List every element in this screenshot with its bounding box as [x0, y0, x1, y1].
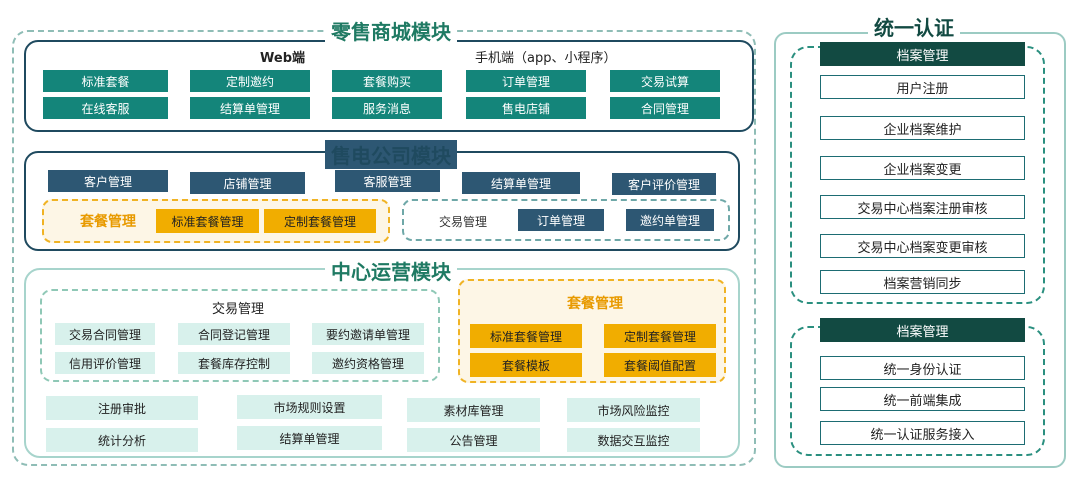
center-module-title: 中心运营模块 — [325, 256, 457, 285]
company-package-custom[interactable]: 定制套餐管理 — [264, 209, 376, 233]
center-item-statistics[interactable]: 统计分析 — [46, 428, 198, 452]
auth-service-access[interactable]: 统一认证服务接入 — [820, 421, 1025, 445]
center-trade-invite-qual[interactable]: 邀约资格管理 — [312, 352, 424, 374]
company-package-label: 套餐管理 — [80, 214, 136, 230]
company-item-review-mgmt[interactable]: 客户评价管理 — [612, 173, 716, 195]
center-item-market-risk[interactable]: 市场风险监控 — [567, 398, 700, 422]
center-package-label: 套餐管理 — [567, 296, 623, 312]
retail-item-trade-calc[interactable]: 交易试算 — [610, 70, 720, 92]
center-item-register-approval[interactable]: 注册审批 — [46, 396, 198, 420]
center-package-threshold[interactable]: 套餐阈值配置 — [604, 353, 716, 377]
auth-center-change-review[interactable]: 交易中心档案变更审核 — [820, 234, 1025, 258]
company-trade-invite-mgmt[interactable]: 邀约单管理 — [626, 209, 714, 231]
retail-item-service-msg[interactable]: 服务消息 — [332, 97, 442, 119]
center-trade-inventory[interactable]: 套餐库存控制 — [178, 352, 290, 374]
auth-group2-header: 档案管理 — [820, 318, 1025, 342]
center-trade-group — [40, 289, 440, 382]
center-trade-contract[interactable]: 交易合同管理 — [55, 323, 155, 345]
retail-item-online-service[interactable]: 在线客服 — [43, 97, 168, 119]
center-trade-offer-invite[interactable]: 要约邀请单管理 — [312, 323, 424, 345]
auth-title: 统一认证 — [868, 12, 960, 41]
retail-item-standard-package[interactable]: 标准套餐 — [43, 70, 168, 92]
retail-item-contract-mgmt[interactable]: 合同管理 — [610, 97, 720, 119]
company-item-settlement-mgmt[interactable]: 结算单管理 — [462, 172, 580, 194]
auth-center-register-review[interactable]: 交易中心档案注册审核 — [820, 195, 1025, 219]
center-trade-credit-eval[interactable]: 信用评价管理 — [55, 352, 155, 374]
retail-item-settlement[interactable]: 结算单管理 — [190, 97, 310, 119]
auth-user-register[interactable]: 用户注册 — [820, 75, 1025, 99]
auth-enterprise-maintain[interactable]: 企业档案维护 — [820, 116, 1025, 140]
retail-item-custom-invite[interactable]: 定制邀约 — [190, 70, 310, 92]
center-package-standard[interactable]: 标准套餐管理 — [470, 324, 582, 348]
center-package-template[interactable]: 套餐模板 — [470, 353, 582, 377]
company-trade-label: 交易管理 — [438, 214, 487, 229]
center-item-material-lib[interactable]: 素材库管理 — [407, 398, 540, 422]
company-module-title: 售电公司模块 — [325, 140, 457, 169]
center-item-market-rules[interactable]: 市场规则设置 — [237, 395, 382, 419]
auth-identity[interactable]: 统一身份认证 — [820, 356, 1025, 380]
center-item-announcement[interactable]: 公告管理 — [407, 428, 540, 452]
company-item-service-mgmt[interactable]: 客服管理 — [335, 170, 440, 192]
center-item-data-exchange[interactable]: 数据交互监控 — [567, 428, 700, 452]
auth-marketing-sync[interactable]: 档案营销同步 — [820, 270, 1025, 294]
center-trade-contract-register[interactable]: 合同登记管理 — [178, 323, 290, 345]
company-package-standard[interactable]: 标准套餐管理 — [156, 209, 259, 233]
company-trade-group — [402, 199, 730, 241]
company-trade-order-mgmt[interactable]: 订单管理 — [518, 209, 604, 231]
center-package-custom[interactable]: 定制套餐管理 — [604, 324, 716, 348]
auth-frontend-integration[interactable]: 统一前端集成 — [820, 387, 1025, 411]
retail-item-shop[interactable]: 售电店铺 — [466, 97, 586, 119]
auth-enterprise-change[interactable]: 企业档案变更 — [820, 156, 1025, 180]
center-item-settlement[interactable]: 结算单管理 — [237, 426, 382, 450]
web-label: Web端 — [260, 51, 305, 66]
center-trade-label: 交易管理 — [212, 302, 265, 317]
retail-module-title: 零售商城模块 — [325, 16, 457, 45]
mobile-label: 手机端（app、小程序） — [475, 51, 617, 66]
company-item-shop-mgmt[interactable]: 店铺管理 — [190, 172, 305, 194]
retail-item-order-mgmt[interactable]: 订单管理 — [466, 70, 586, 92]
retail-item-package-purchase[interactable]: 套餐购买 — [332, 70, 442, 92]
company-item-customer-mgmt[interactable]: 客户管理 — [48, 170, 168, 192]
auth-group1-header: 档案管理 — [820, 42, 1025, 66]
